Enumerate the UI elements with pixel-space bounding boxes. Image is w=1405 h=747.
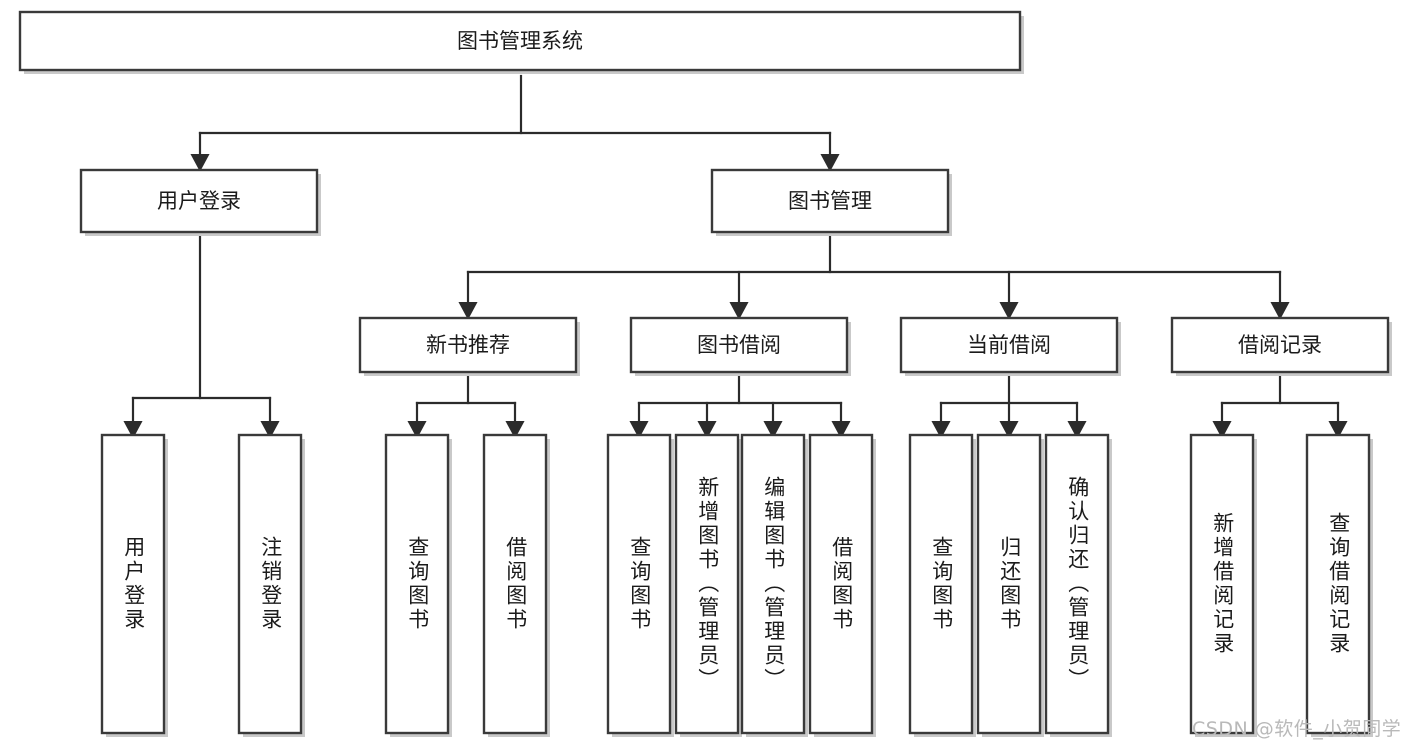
- connectors: [123, 74, 1348, 439]
- csdn-watermark: CSDN @软件_小贺同学: [1192, 718, 1402, 740]
- leaf-box-bb-edit-book[interactable]: [740, 433, 806, 735]
- leaf-box-cb-query-book[interactable]: [908, 433, 974, 735]
- leaf-box-br-add-record[interactable]: [1189, 433, 1255, 735]
- node-root-label: 图书管理系统: [457, 29, 583, 53]
- leaf-box-logout[interactable]: [237, 433, 303, 735]
- node-new-book-label: 新书推荐: [426, 333, 510, 357]
- node-book-manage[interactable]: 图书管理: [710, 168, 952, 236]
- leaf-box-br-query-record[interactable]: [1305, 433, 1371, 735]
- node-current-borrow-label: 当前借阅: [967, 333, 1051, 357]
- leaf-box-bb-query-book[interactable]: [606, 433, 672, 735]
- node-book-borrow-label: 图书借阅: [697, 333, 781, 357]
- node-book-borrow-box[interactable]: [629, 316, 849, 374]
- node-borrow-records[interactable]: 借阅记录: [1170, 316, 1392, 376]
- node-book-manage-box[interactable]: [710, 168, 950, 234]
- leaf-box-nb-borrow-book[interactable]: [482, 433, 548, 735]
- node-user-login[interactable]: 用户登录: [79, 168, 321, 236]
- node-borrow-records-box[interactable]: [1170, 316, 1390, 374]
- node-new-book-recommend[interactable]: 新书推荐: [358, 316, 580, 376]
- node-current-borrow-box[interactable]: [899, 316, 1119, 374]
- node-root-box[interactable]: [18, 10, 1022, 72]
- leaf-box-cb-return-book[interactable]: [976, 433, 1042, 735]
- node-user-login-box[interactable]: [79, 168, 319, 234]
- node-root[interactable]: 图书管理系统: [18, 10, 1024, 74]
- node-user-login-label: 用户登录: [157, 189, 241, 213]
- leaf-box-bb-borrow-book[interactable]: [808, 433, 874, 735]
- leaf-boxes: [100, 433, 1373, 737]
- leaf-box-bb-add-book[interactable]: [674, 433, 740, 735]
- leaf-box-user-login[interactable]: [100, 433, 166, 735]
- node-borrow-records-label: 借阅记录: [1238, 333, 1322, 357]
- node-new-book-box[interactable]: [358, 316, 578, 374]
- node-book-borrow[interactable]: 图书借阅: [629, 316, 851, 376]
- leaf-box-nb-query-book[interactable]: [384, 433, 450, 735]
- node-book-manage-label: 图书管理: [788, 189, 872, 213]
- leaf-box-cb-confirm-return[interactable]: [1044, 433, 1110, 735]
- node-current-borrow[interactable]: 当前借阅: [899, 316, 1121, 376]
